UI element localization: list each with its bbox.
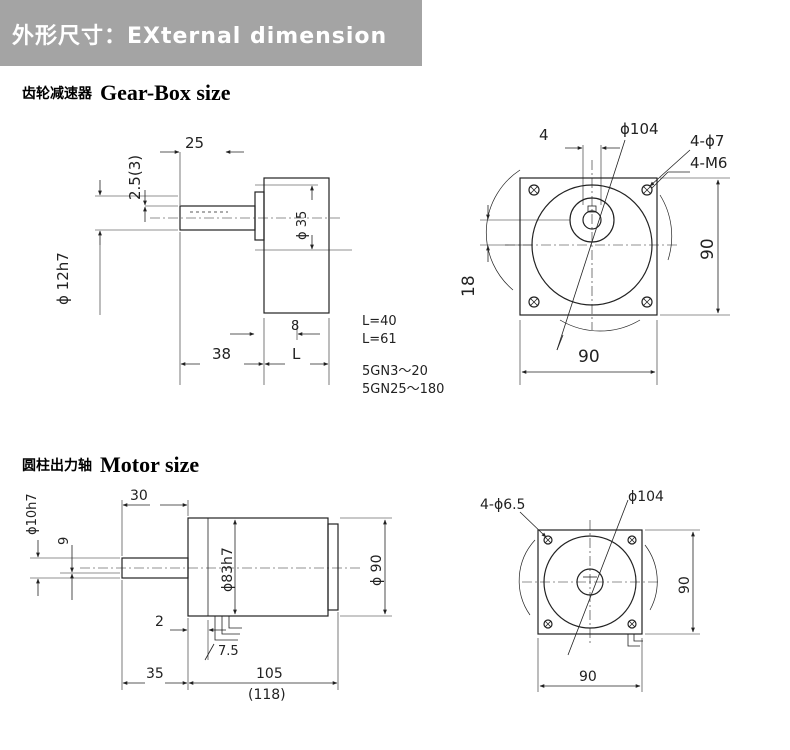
gb-dim-pilot: ϕ 35 [295, 211, 310, 240]
gbf-dim-key: 4 [539, 126, 549, 144]
gb-note-l1: L=40 [362, 314, 397, 329]
gb-dim-flange: 8 [291, 319, 299, 334]
gbf-dim-offset: 18 [459, 275, 479, 297]
gb-dim-shaft-len: 25 [185, 134, 204, 152]
gearbox-flange [254, 191, 265, 241]
gearbox-title-cn: 齿轮减速器 [22, 86, 92, 102]
gbf-dim-circle: ϕ104 [620, 120, 659, 138]
mf-dim-width: 90 [579, 669, 597, 685]
gearbox-side-labels: 25 2.5(3) ϕ 12h7 ϕ 35 8 38 L L=40 L=61 5… [54, 134, 444, 397]
ms-dim-pilot: ϕ83h7 [220, 547, 236, 592]
ms-dim-ext: 35 [146, 666, 164, 682]
gearbox-body [263, 177, 330, 314]
ms-dim-flange: 2 [155, 614, 164, 630]
gearbox-front-view [480, 139, 730, 385]
ms-dim-body: ϕ 90 [369, 555, 385, 587]
header-banner: 外形尺寸：EXternal dimension [0, 0, 422, 66]
gb-dim-key: 2.5(3) [126, 155, 144, 200]
motor-title-cn: 圆柱出力轴 [22, 458, 92, 474]
motor-title-en: Motor size [100, 452, 200, 477]
gb-dim-offset: 38 [212, 345, 231, 363]
mf-dim-holes: 4-ϕ6.5 [480, 497, 525, 513]
gearbox-section-title: 齿轮减速器 Gear-Box size [22, 80, 231, 106]
motor-side-view [30, 500, 392, 690]
ms-dim-shaft-dia: ϕ10h7 [25, 493, 40, 535]
motor-mount-holes [543, 535, 637, 629]
gbf-dim-thread: 4-M6 [690, 154, 727, 172]
gb-note-m2: 5GN25～180 [362, 382, 444, 397]
gb-dim-L: L [292, 345, 301, 363]
gb-note-l2: L=61 [362, 332, 397, 347]
gbf-dim-height: 90 [698, 238, 718, 260]
motor-end-cap [327, 523, 339, 611]
gearbox-mount-holes [528, 184, 653, 308]
gbf-dim-holes: 4-ϕ7 [690, 132, 724, 150]
ms-dim-len-alt: (118) [248, 687, 286, 703]
motor-front-view [518, 499, 700, 692]
header-title: 外形尺寸：EXternal dimension [12, 24, 388, 49]
gb-note-m1: 5GN3～20 [362, 364, 428, 379]
mf-dim-height: 90 [677, 576, 693, 594]
motor-side-labels: ϕ10h7 30 9 ϕ83h7 ϕ 90 2 7.5 35 105 (118) [25, 488, 385, 703]
gearbox-side-view [95, 150, 352, 385]
ms-dim-len: 105 [256, 666, 283, 682]
ms-dim-shaft-len: 30 [130, 488, 148, 504]
motor-front-labels: 4-ϕ6.5 ϕ104 90 90 [480, 489, 693, 685]
gearbox-front-labels: 4 ϕ104 4-ϕ7 4-M6 90 18 90 [459, 120, 727, 367]
motor-body [187, 517, 329, 617]
ms-dim-flat: 9 [57, 537, 72, 545]
gbf-dim-width: 90 [578, 347, 600, 367]
ms-dim-cable: 7.5 [218, 644, 239, 659]
gearbox-title-en: Gear-Box size [100, 80, 231, 105]
mf-dim-circle: ϕ104 [628, 489, 664, 505]
motor-section-title: 圆柱出力轴 Motor size [22, 452, 199, 478]
gearbox-front-flange [519, 177, 658, 316]
gb-dim-shaft-dia: ϕ 12h7 [54, 252, 72, 305]
